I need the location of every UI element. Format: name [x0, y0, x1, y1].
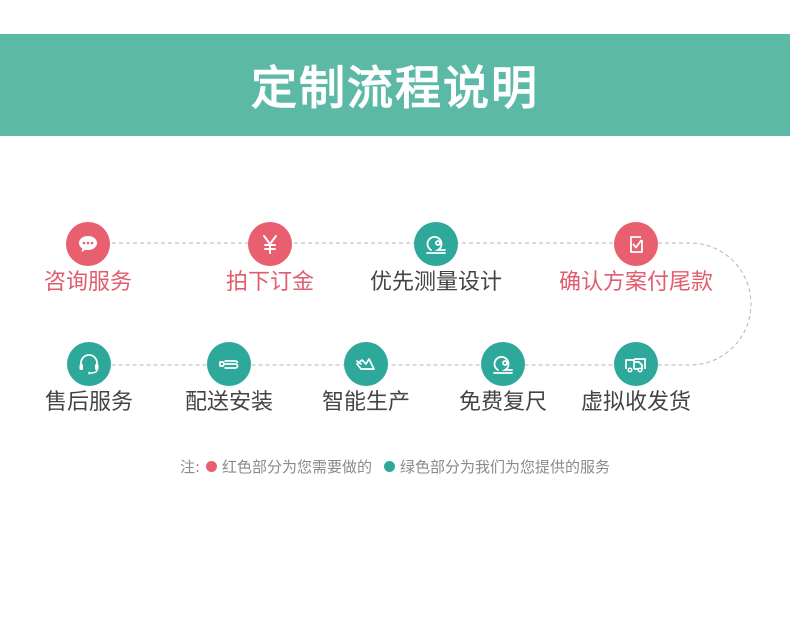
step-after-sales[interactable]: 售后服务: [9, 342, 169, 418]
chat-bubble-icon: [66, 222, 110, 266]
step-delivery-install[interactable]: 配送安装: [149, 342, 309, 418]
page-title: 定制流程说明: [251, 61, 539, 115]
headset-icon: [67, 342, 111, 386]
step-label: 免费复尺: [458, 390, 547, 415]
step-consultation[interactable]: 咨询服务: [8, 222, 168, 298]
step-label: 智能生产: [321, 390, 410, 415]
legend-note: 注: 红色部分为您需要做的 绿色部分为我们为您提供的服务: [0, 456, 790, 477]
tape-measure-icon: [481, 342, 525, 386]
yen-icon: [248, 222, 292, 266]
delivery-truck-icon: [614, 342, 658, 386]
green-dot-icon: [384, 461, 396, 472]
step-virtual-shipping[interactable]: 虚拟收发货: [556, 342, 716, 418]
header-banner: 定制流程说明: [0, 34, 790, 136]
note-green-text: 绿色部分为我们为您提供的服务: [400, 458, 611, 476]
step-measure-design[interactable]: 优先测量设计: [356, 222, 516, 298]
tape-measure-icon: [414, 222, 458, 266]
step-smart-production[interactable]: 智能生产: [286, 342, 446, 418]
step-label: 拍下订金: [225, 270, 314, 295]
step-label: 优先测量设计: [369, 270, 502, 295]
step-label: 咨询服务: [43, 270, 132, 295]
step-confirm-pay[interactable]: 确认方案付尾款: [556, 222, 716, 298]
wrench-icon: [207, 342, 251, 386]
factory-tool-icon: [344, 342, 388, 386]
step-label: 配送安装: [184, 390, 273, 415]
note-red-text: 红色部分为您需要做的: [222, 458, 373, 476]
step-label: 确认方案付尾款: [558, 270, 713, 295]
step-deposit[interactable]: 拍下订金: [190, 222, 350, 298]
red-dot-icon: [206, 461, 218, 472]
step-free-remeasure[interactable]: 免费复尺: [423, 342, 583, 418]
note-prefix: 注:: [179, 458, 201, 476]
step-label: 售后服务: [44, 390, 133, 415]
checked-document-icon: [614, 222, 658, 266]
step-label: 虚拟收发货: [580, 390, 691, 415]
